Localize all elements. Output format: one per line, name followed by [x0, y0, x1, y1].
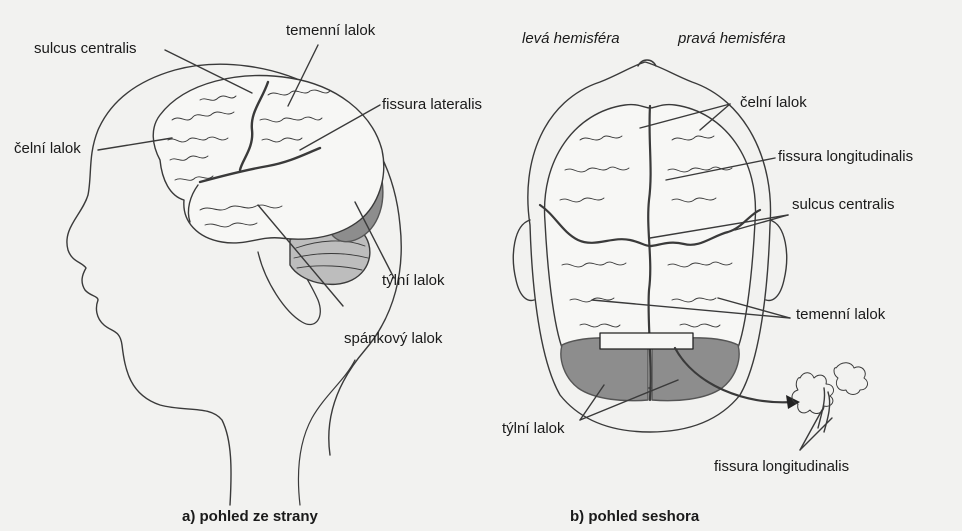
label-tylni-lalok-side: týlní lalok	[382, 272, 445, 289]
label-tylni-lalok-top: týlní lalok	[502, 420, 565, 437]
caption-side-view: a) pohled ze strany	[182, 508, 318, 525]
label-celni-lalok-top: čelní lalok	[740, 94, 807, 111]
header-prava-hemisfera: pravá hemisféra	[678, 30, 786, 47]
label-temenni-lalok-side: temenní lalok	[286, 22, 375, 39]
label-fissura-lateralis-side: fissura lateralis	[382, 96, 482, 113]
label-fissura-longitudinalis-detail: fissura longitudinalis	[714, 458, 849, 475]
label-spankovy-lalok-side: spánkový lalok	[344, 330, 442, 347]
label-celni-lalok-side: čelní lalok	[14, 140, 81, 157]
label-sulcus-centralis-side: sulcus centralis	[34, 40, 137, 57]
detail-box	[600, 333, 693, 349]
header-leva-hemisfera: levá hemisféra	[522, 30, 620, 47]
label-fissura-longitudinalis-top: fissura longitudinalis	[778, 148, 913, 165]
label-sulcus-centralis-top: sulcus centralis	[792, 196, 895, 213]
fissure-detail-sketch	[792, 363, 867, 432]
label-temenni-lalok-top: temenní lalok	[796, 306, 885, 323]
caption-top-view: b) pohled seshora	[570, 508, 699, 525]
